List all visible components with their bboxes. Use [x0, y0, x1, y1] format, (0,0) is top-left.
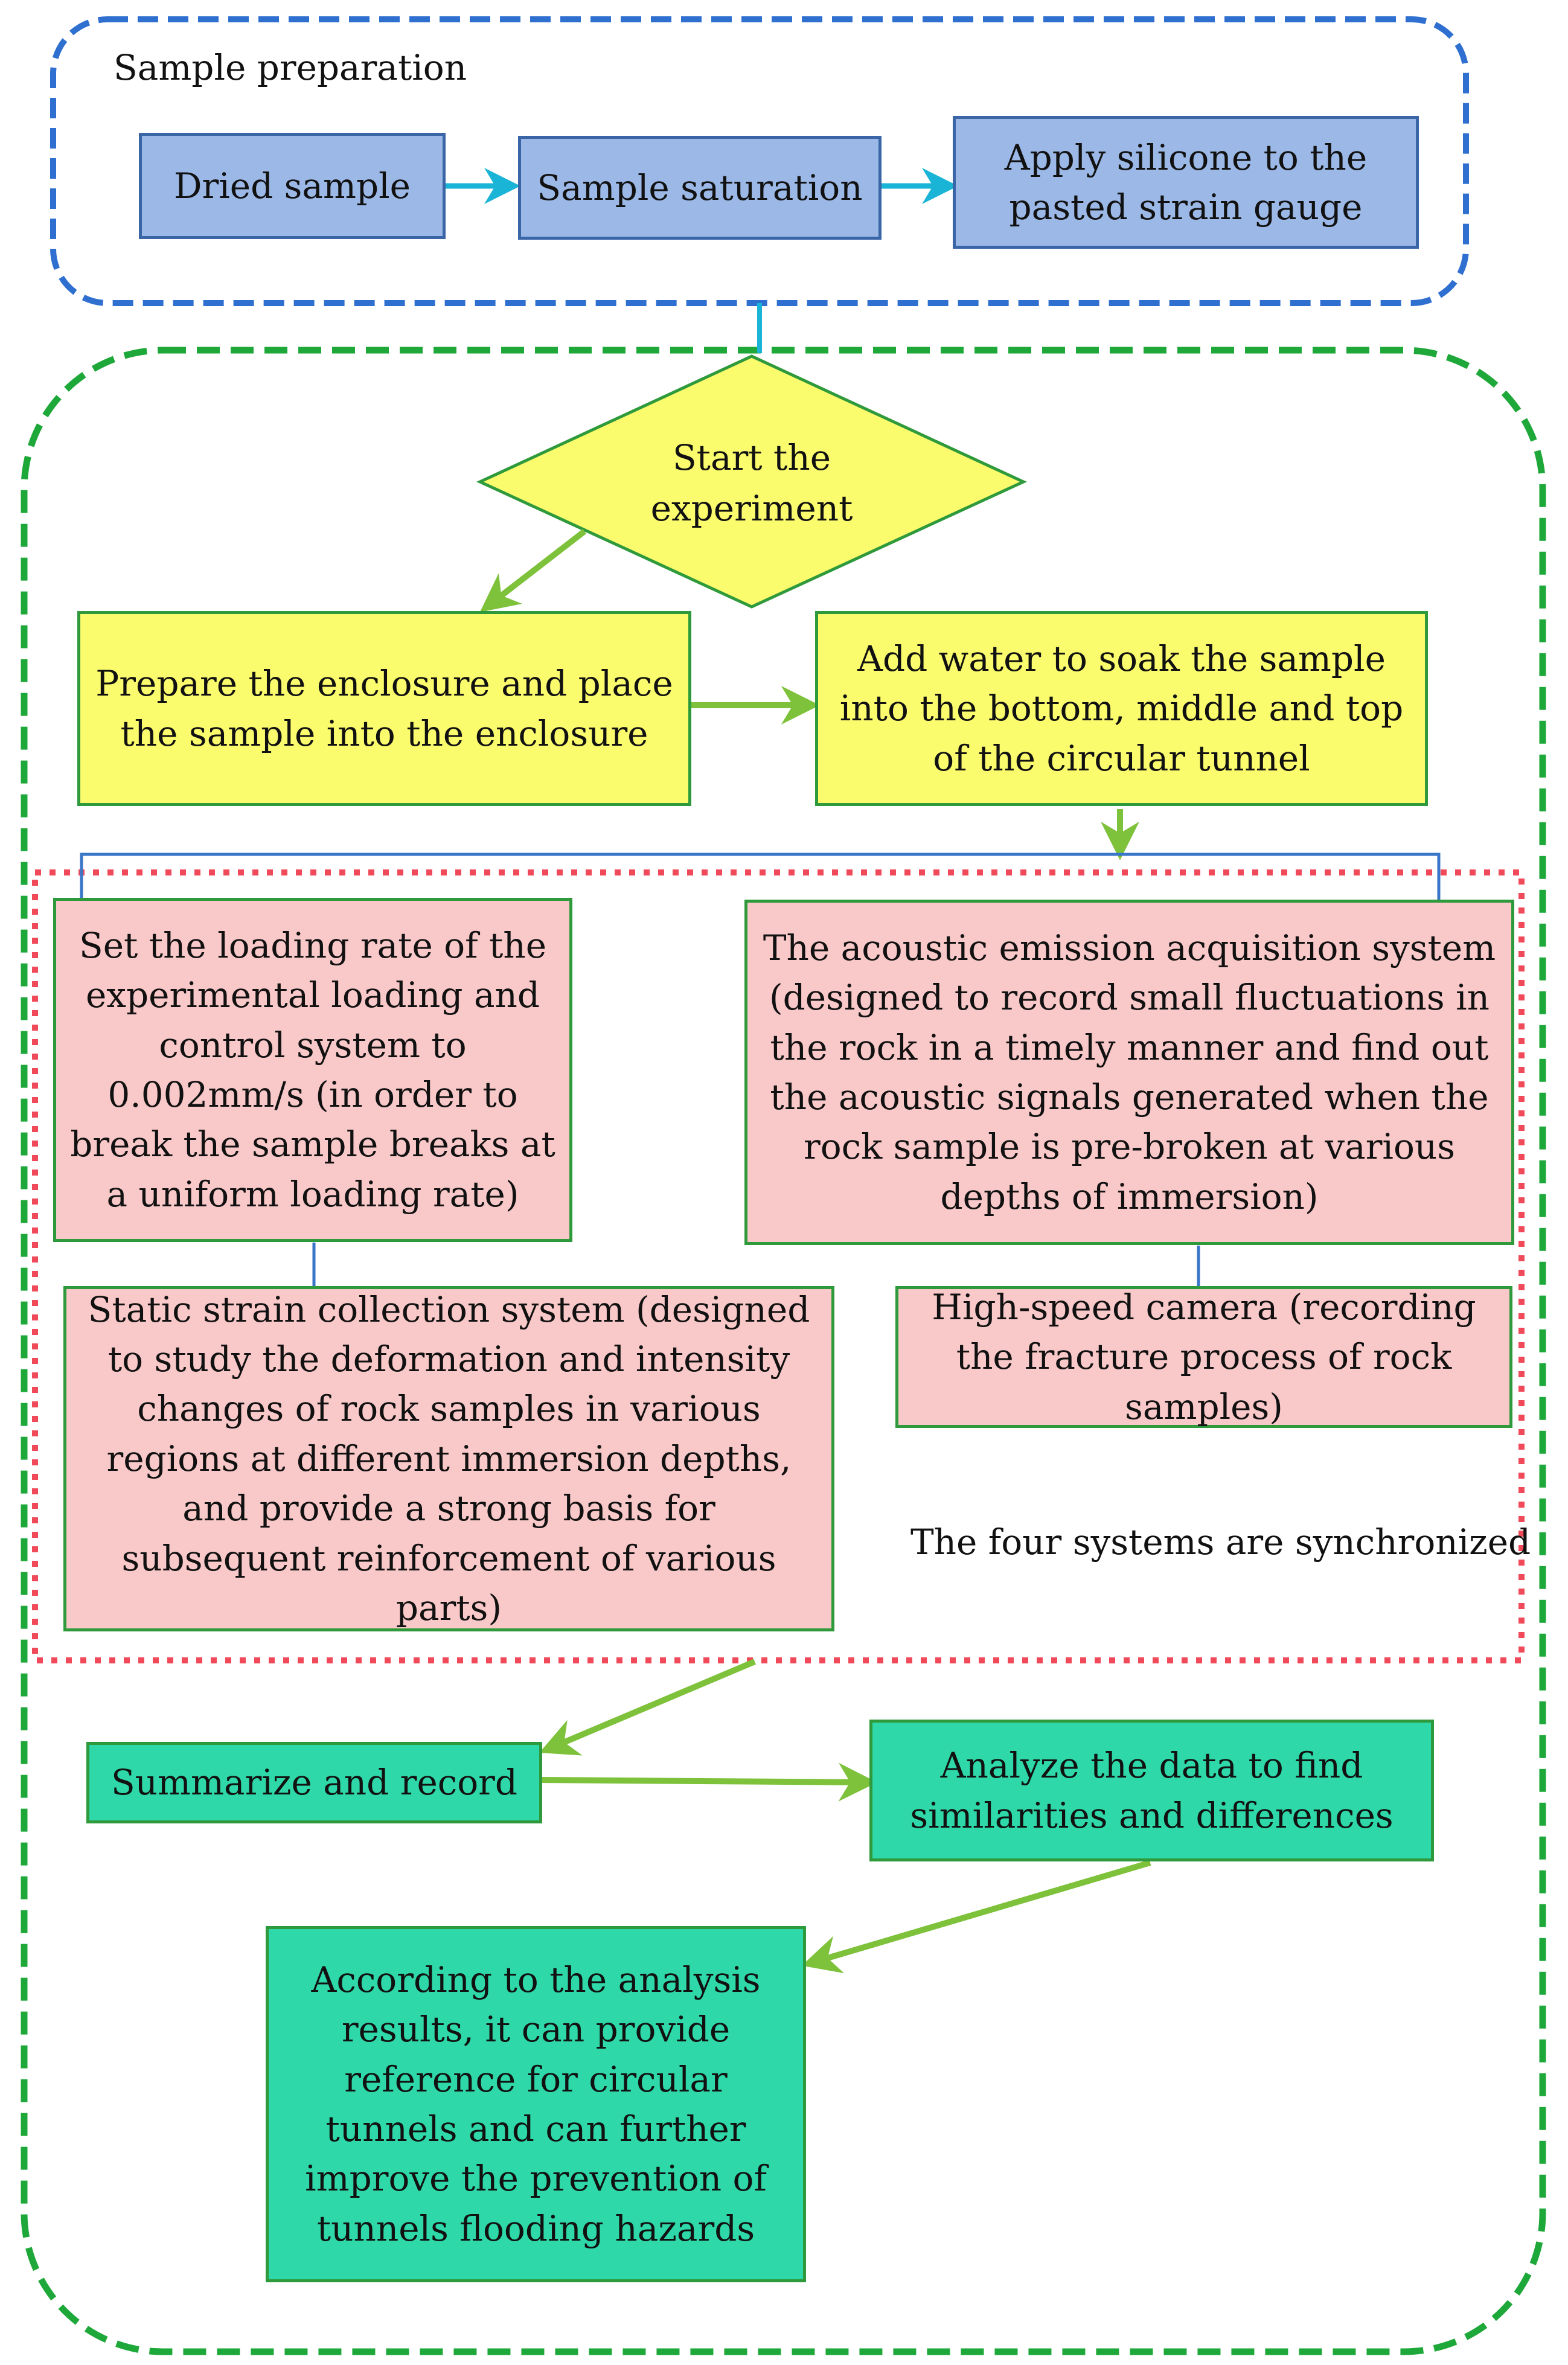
acoustic-emission-box: The acoustic emission acquisition system… — [744, 900, 1514, 1245]
analyze-data-box: Analyze the data to find similarities an… — [869, 1720, 1434, 1861]
step-dried-sample: Dried sample — [139, 133, 446, 239]
high-speed-camera-box: High-speed camera (recording the fractur… — [895, 1286, 1512, 1428]
synchronized-note: The four systems are synchronized — [910, 1522, 1531, 1563]
arrow-analyze-to-conclusion — [801, 1860, 1151, 1974]
summarize-record-box: Summarize and record — [86, 1742, 542, 1823]
step-sample-saturation: Sample saturation — [518, 136, 882, 240]
arrow-summarize-to-analyze — [540, 1762, 877, 1802]
start-diamond — [476, 354, 1027, 609]
systems-bracket — [80, 853, 1441, 900]
static-strain-box: Static strain collection system (designe… — [63, 1286, 834, 1631]
add-water-box: Add water to soak the sample into the bo… — [815, 611, 1428, 806]
experiment-frame — [21, 347, 1546, 2355]
arrow-systems-to-summarize — [539, 1659, 756, 1756]
sample-preparation-title: Sample preparation — [114, 47, 467, 88]
conclusion-box: According to the analysis results, it ca… — [266, 1926, 806, 2282]
arrow-start-to-prepare — [479, 529, 587, 612]
loading-system-box: Set the loading rate of the experimental… — [53, 898, 572, 1242]
start-experiment-label: Start the experiment — [650, 437, 853, 529]
step-apply-silicone: Apply silicone to the pasted strain gaug… — [953, 116, 1419, 249]
prepare-enclosure-box: Prepare the enclosure and place the samp… — [77, 611, 691, 806]
systems-frame — [32, 869, 1525, 1663]
